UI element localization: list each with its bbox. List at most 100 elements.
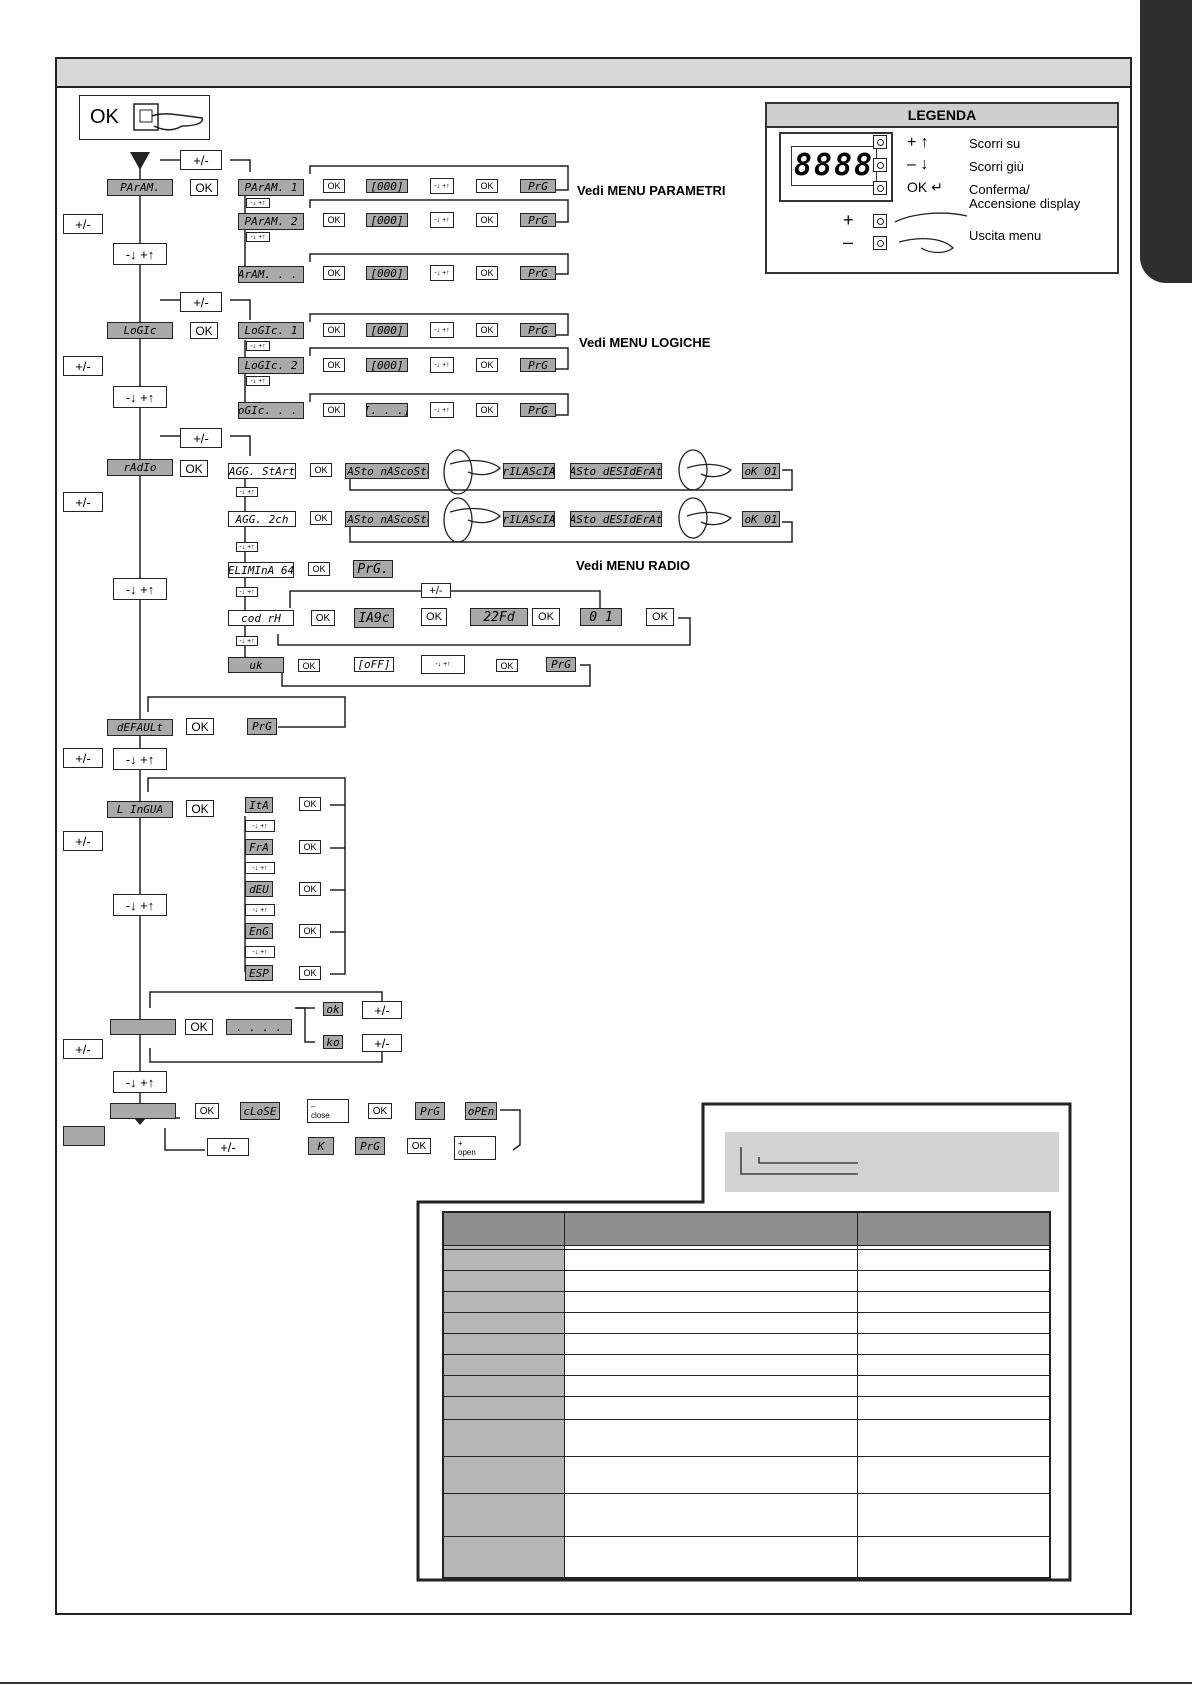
logic-item-2[interactable]: LoGIc. 2 <box>238 357 304 374</box>
lang-eng-ok[interactable]: OK <box>299 924 321 938</box>
param3-ok2-button[interactable]: OK <box>476 266 498 280</box>
minus-button[interactable] <box>873 236 887 250</box>
codrh-pm-button[interactable]: +/- <box>421 583 451 598</box>
logic3-ok2-button[interactable]: OK <box>476 403 498 417</box>
param3-seq: -↓ +↑ <box>430 265 454 281</box>
auto-pm-button[interactable]: +/- <box>207 1138 249 1156</box>
radio-seq-1: -↓ +↑ <box>236 487 258 497</box>
radio-item-2[interactable]: AGG. 2ch <box>228 511 296 527</box>
lingua-back-pm-button[interactable]: +/- <box>63 831 103 851</box>
lang-esp-ok[interactable]: OK <box>299 966 321 980</box>
param1-ok2-button[interactable]: OK <box>476 179 498 193</box>
param-pm-button[interactable]: +/- <box>180 150 222 170</box>
default-back-pm-button[interactable]: +/- <box>63 748 103 768</box>
agg-start-ok-button[interactable]: OK <box>310 463 332 477</box>
param2-ok2-button[interactable]: OK <box>476 213 498 227</box>
uk-ok-button[interactable]: OK <box>298 659 320 672</box>
uk-ok2-button[interactable]: OK <box>496 659 518 672</box>
auto-exit-display <box>63 1126 105 1146</box>
logic1-ok-button[interactable]: OK <box>323 323 345 337</box>
codrh-ok-button[interactable]: OK <box>311 610 335 626</box>
radio-pm-button[interactable]: +/- <box>180 428 222 448</box>
radio-item-3[interactable]: ELIMInA 64 <box>228 562 294 578</box>
radio-item-4[interactable]: cod rH <box>228 610 294 626</box>
plus-button[interactable] <box>873 214 887 228</box>
logic-back-pm-button[interactable]: +/- <box>63 356 103 376</box>
auto-cl-close: close <box>311 1111 330 1120</box>
param-back-pm-button[interactable]: +/- <box>63 214 103 234</box>
table-cell <box>857 1419 1051 1457</box>
auto-menu-display[interactable] <box>110 1103 176 1119</box>
lang-deu-ok[interactable]: OK <box>299 882 321 896</box>
other-menu-display[interactable] <box>110 1019 176 1035</box>
up-button[interactable] <box>873 135 887 149</box>
auto-close: cLoSE <box>240 1102 280 1120</box>
lang-eng[interactable]: EnG <box>245 923 273 939</box>
table-cell <box>442 1375 565 1397</box>
lingua-ok-button[interactable]: OK <box>186 800 214 817</box>
logic2-ok2-button[interactable]: OK <box>476 358 498 372</box>
logic-item-3[interactable]: LoGIc. . . . <box>238 402 304 419</box>
param-updown-button[interactable]: -↓ +↑ <box>113 243 167 265</box>
lingua-menu-display[interactable]: L InGUA <box>107 801 173 818</box>
codrh-ok3-button[interactable]: OK <box>532 608 560 626</box>
lang-ita[interactable]: ItA <box>245 797 273 813</box>
agg-2ch-ok-button[interactable]: OK <box>310 511 332 525</box>
auto-ok3-button[interactable]: OK <box>407 1138 431 1154</box>
param-menu-display[interactable]: PArAM. <box>107 179 173 196</box>
ok-button[interactable] <box>873 181 887 195</box>
logic-updown-button[interactable]: -↓ +↑ <box>113 386 167 408</box>
logic-ok-button[interactable]: OK <box>190 322 218 339</box>
param3-ok-button[interactable]: OK <box>323 266 345 280</box>
auto-prg: PrG <box>415 1102 445 1120</box>
logic-item-1[interactable]: LoGIc. 1 <box>238 322 304 339</box>
other-ok-button[interactable]: OK <box>185 1019 213 1035</box>
param1-ok-button[interactable]: OK <box>323 179 345 193</box>
auto-ok2-button[interactable]: OK <box>368 1103 392 1119</box>
lang-ita-ok[interactable]: OK <box>299 797 321 811</box>
other-ko-pm[interactable]: +/- <box>362 1034 402 1052</box>
lingua-updown-button[interactable]: -↓ +↑ <box>113 894 167 916</box>
logic1-value: [000] <box>366 323 408 337</box>
table-cell <box>442 1270 565 1292</box>
default-updown-button[interactable]: -↓ +↑ <box>113 748 167 770</box>
other-back-pm-button[interactable]: +/- <box>63 1039 103 1059</box>
lang-deu[interactable]: dEU <box>245 881 273 897</box>
param1-prg: PrG <box>520 179 556 193</box>
param-item-3[interactable]: PArAM. . . . <box>238 266 304 283</box>
codrh-code-3: 0 1 <box>580 608 622 626</box>
param2-ok-button[interactable]: OK <box>323 213 345 227</box>
param-item-1[interactable]: PArAM. 1 <box>238 179 304 196</box>
param-item-2[interactable]: PArAM. 2 <box>238 213 304 230</box>
default-ok-button[interactable]: OK <box>186 718 214 735</box>
lang-esp[interactable]: ESP <box>245 965 273 981</box>
lang-fra[interactable]: FrA <box>245 839 273 855</box>
uk-off-value: [oFF] <box>354 657 394 672</box>
logic3-ok-button[interactable]: OK <box>323 403 345 417</box>
radio-item-1[interactable]: AGG. StArt <box>228 463 296 479</box>
logic-menu-display[interactable]: LoGIc <box>107 322 173 339</box>
down-button[interactable] <box>873 158 887 172</box>
logic-pm-button[interactable]: +/- <box>180 292 222 312</box>
param-ok-button[interactable]: OK <box>190 179 218 196</box>
codrh-ok4-button[interactable]: OK <box>646 608 674 626</box>
logic1-ok2-button[interactable]: OK <box>476 323 498 337</box>
logic2-ok-button[interactable]: OK <box>323 358 345 372</box>
table-cell <box>442 1249 565 1271</box>
other-ok-pm[interactable]: +/- <box>362 1001 402 1019</box>
codrh-ok2-button[interactable]: OK <box>421 608 447 626</box>
lang-fra-ok[interactable]: OK <box>299 840 321 854</box>
other-updown-button[interactable]: -↓ +↑ <box>113 1071 167 1093</box>
elimina-ok-button[interactable]: OK <box>308 562 330 576</box>
default-menu-display[interactable]: dEFAULt <box>107 719 173 736</box>
radio-updown-button[interactable]: -↓ +↑ <box>113 578 167 600</box>
radio-item-5[interactable]: uk <box>228 657 284 673</box>
radio-menu-display[interactable]: rAdIo <box>107 459 173 476</box>
legend-minus: – <box>843 232 854 252</box>
radio-ok-button[interactable]: OK <box>180 460 208 477</box>
table-cell <box>564 1493 858 1537</box>
radio-back-pm-button[interactable]: +/- <box>63 492 103 512</box>
legend-symbol-ok: OK ↵ <box>907 179 943 195</box>
auto-ok-button[interactable]: OK <box>195 1103 219 1119</box>
pointing-hand-icon <box>133 103 204 131</box>
